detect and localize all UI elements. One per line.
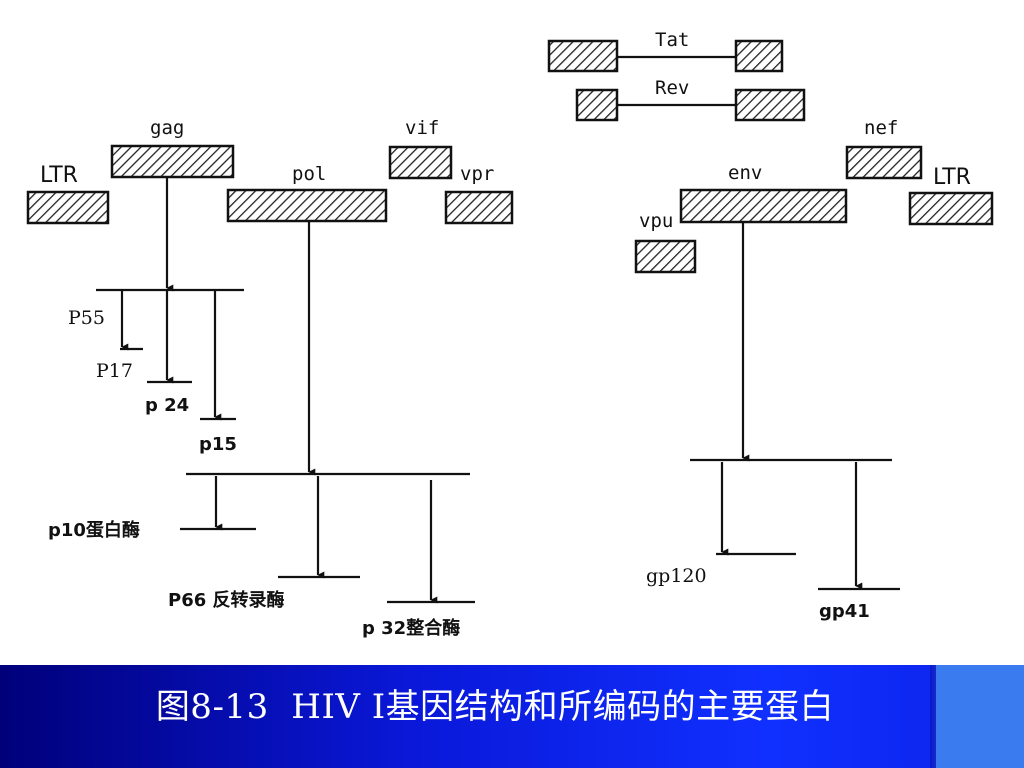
vif-box — [388, 145, 453, 180]
gag-box — [110, 144, 235, 179]
rev-exon2-box — [734, 88, 806, 122]
ltr-right-box — [908, 191, 994, 226]
ltr-left-label: LTR — [40, 163, 78, 188]
tat-exon2-box — [734, 39, 784, 73]
rev-exon1-box — [575, 88, 619, 122]
rev-label: Rev — [655, 77, 689, 99]
banner-accent-decoration — [936, 665, 1024, 768]
caption-banner — [0, 665, 1024, 768]
tat-exon1-box — [547, 39, 619, 73]
p17-label: P17 — [96, 360, 133, 382]
env-label: env — [728, 162, 762, 184]
vpu-label: vpu — [639, 210, 673, 232]
p32-label: p 32整合酶 — [362, 617, 460, 639]
env-box — [679, 188, 848, 224]
gp41-label: gp41 — [819, 601, 870, 622]
nef-label: nef — [864, 117, 898, 139]
gp120-label: gp120 — [646, 565, 707, 587]
tat-label: Tat — [655, 29, 689, 51]
ltr-left-box — [26, 190, 110, 225]
p15-label: p15 — [199, 434, 237, 455]
vpr-box — [444, 190, 514, 225]
vif-label: vif — [405, 117, 439, 139]
vpr-label: vpr — [460, 163, 494, 185]
pol-label: pol — [292, 163, 326, 185]
ltr-right-label: LTR — [933, 165, 971, 190]
p66-label: P66 反转录酶 — [168, 589, 285, 611]
vpu-box — [634, 239, 697, 274]
nef-box — [845, 145, 923, 180]
gag-label: gag — [150, 117, 184, 139]
hiv-genome-diagram: LTR gag pol vif vpr P55 P17 p 24 p15 p10… — [26, 29, 994, 639]
p55-label: P55 — [68, 307, 105, 329]
p24-label: p 24 — [145, 395, 189, 416]
p10-label: p10蛋白酶 — [48, 519, 140, 541]
pol-box — [226, 188, 388, 223]
figure-caption: 图8-13 HIV I基因结构和所编码的主要蛋白 — [155, 687, 835, 727]
